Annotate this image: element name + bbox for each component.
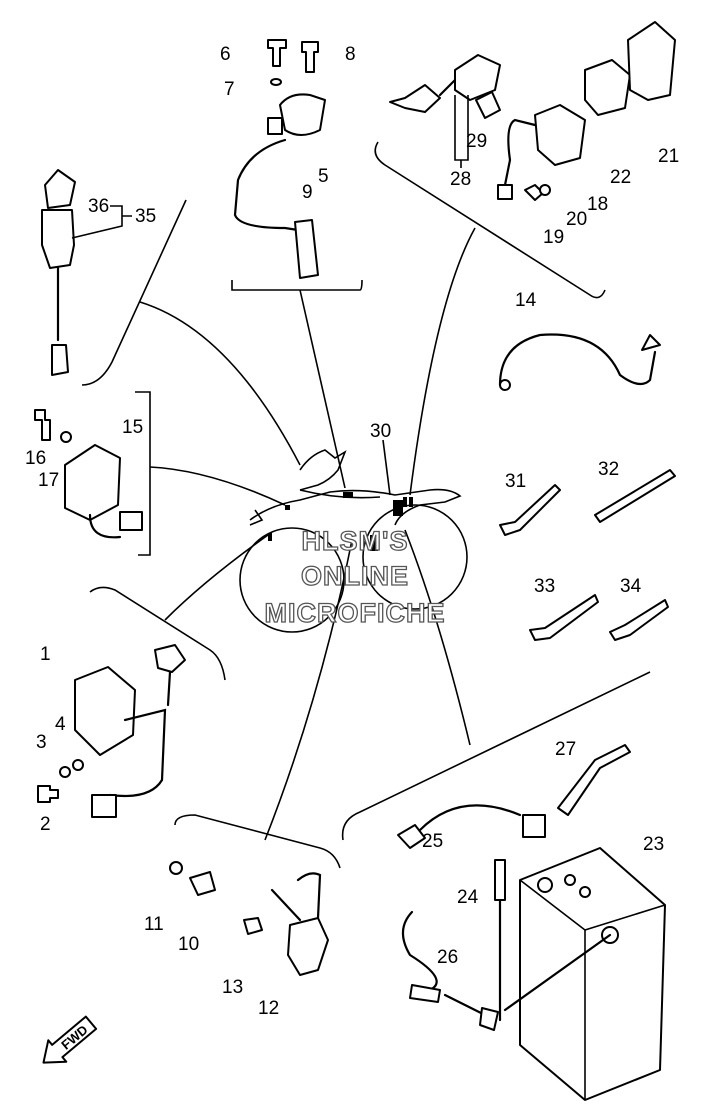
callout-1: 1 xyxy=(40,644,51,665)
watermark-line-3: MICROFICHE xyxy=(265,598,446,628)
callout-14: 14 xyxy=(515,290,537,311)
part-35-36-sensor xyxy=(41,169,76,376)
callout-17: 17 xyxy=(38,470,59,491)
part-21-22-relays xyxy=(584,21,676,116)
callout-32: 32 xyxy=(598,459,619,480)
callout-34: 34 xyxy=(620,576,642,597)
callout-13: 13 xyxy=(222,977,243,998)
callout-26: 26 xyxy=(437,947,458,968)
part-5-ignition-coil xyxy=(233,39,326,279)
callout-33: 33 xyxy=(534,576,555,597)
callout-12: 12 xyxy=(258,998,279,1019)
part-27-battery-band xyxy=(557,744,631,816)
callout-5: 5 xyxy=(318,166,329,187)
part-12-pickup-coil xyxy=(169,861,329,976)
callout-6: 6 xyxy=(220,44,231,65)
part-28-29-switch xyxy=(389,54,501,119)
forward-direction-badge: FWD xyxy=(42,1015,98,1064)
part-callouts: 1 2 3 4 5 6 7 8 9 10 11 12 13 14 15 16 1… xyxy=(25,44,679,1019)
leader-lines xyxy=(81,141,651,869)
watermark-line-1: HLSM'S xyxy=(302,526,409,556)
bracket-35-36 xyxy=(71,205,132,239)
callout-35: 35 xyxy=(135,206,156,227)
part-18-starter-relay xyxy=(497,104,586,201)
watermark-line-2: ONLINE xyxy=(301,561,409,591)
bracket-28 xyxy=(454,95,469,168)
callout-28: 28 xyxy=(450,169,471,190)
watermark: HLSM'S ONLINE MICROFICHE xyxy=(264,525,446,628)
callout-27: 27 xyxy=(555,739,576,760)
part-23-battery xyxy=(519,847,666,1101)
part-14-lead-wire xyxy=(498,333,661,391)
callout-8: 8 xyxy=(345,44,356,65)
part-15-rectifier-regulator xyxy=(34,409,143,539)
callout-22: 22 xyxy=(610,167,631,188)
part-24-breather-tube xyxy=(494,859,506,1022)
callout-29: 29 xyxy=(466,131,487,152)
callout-4: 4 xyxy=(55,714,66,735)
callout-18: 18 xyxy=(587,194,608,215)
callout-3: 3 xyxy=(36,732,47,753)
callout-24: 24 xyxy=(457,887,479,908)
part-1-igniter-unit xyxy=(37,644,186,818)
parts-31-34-cable-ties xyxy=(499,469,676,641)
callout-9: 9 xyxy=(302,182,313,203)
part-25-26-battery-leads xyxy=(397,804,612,1031)
callout-21: 21 xyxy=(658,146,679,167)
callout-30: 30 xyxy=(370,421,391,442)
callout-7: 7 xyxy=(224,79,235,100)
callout-23: 23 xyxy=(643,834,664,855)
callout-16: 16 xyxy=(25,448,46,469)
callout-36: 36 xyxy=(88,196,109,217)
motorcycle-outline xyxy=(239,449,468,633)
callout-10: 10 xyxy=(178,934,199,955)
forward-arrow-icon xyxy=(42,1015,98,1064)
callout-31: 31 xyxy=(505,471,526,492)
callout-20: 20 xyxy=(566,209,587,230)
callout-2: 2 xyxy=(40,814,51,835)
callout-15: 15 xyxy=(122,417,143,438)
callout-19: 19 xyxy=(543,227,564,248)
callout-25: 25 xyxy=(422,831,443,852)
callout-11: 11 xyxy=(144,914,164,935)
